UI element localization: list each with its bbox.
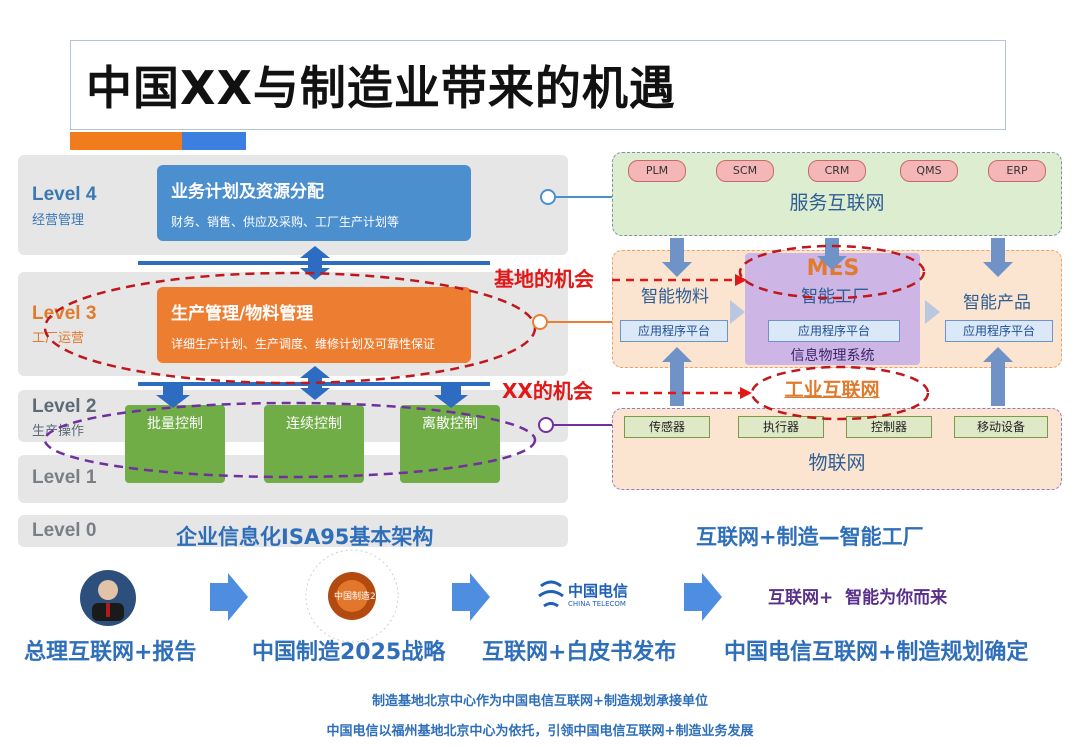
down-arrow-batch bbox=[156, 386, 190, 408]
control-label-continuous: 连续控制 bbox=[286, 416, 342, 432]
iot-tab-controller: 控制器 bbox=[846, 416, 932, 438]
iot-tab-sensor: 传感器 bbox=[624, 416, 710, 438]
mes-highlight-ellipse bbox=[738, 244, 926, 300]
level-1-title: Level 1 bbox=[32, 467, 97, 488]
iot-tab-actuator: 执行器 bbox=[738, 416, 824, 438]
title-box bbox=[70, 40, 1006, 130]
footer-line-1: 制造基地北京中心作为中国电信互联网+制造规划承接单位 bbox=[372, 694, 708, 709]
chevron-material-factory bbox=[730, 300, 745, 324]
industrial-highlight-ellipse bbox=[750, 365, 930, 421]
china-telecom-logo-cn: 中国电信 bbox=[568, 582, 629, 600]
pill-qms: QMS bbox=[900, 160, 958, 182]
base-opportunity-label: 基地的机会 bbox=[494, 267, 594, 291]
connector-l4 bbox=[540, 189, 556, 205]
smart-material-label: 智能物料 bbox=[641, 287, 709, 307]
internet-plus-slogan: 互联网+ 智能为你而来 bbox=[768, 588, 948, 608]
cps-box bbox=[745, 253, 920, 365]
control-box-batch: 批量控制 bbox=[125, 405, 225, 483]
flow-arrow-3 bbox=[684, 573, 722, 621]
app-platform-material: 应用程序平台 bbox=[620, 320, 728, 342]
business-planning-title: 业务计划及资源分配 bbox=[171, 182, 324, 202]
pill-erp: ERP bbox=[988, 160, 1046, 182]
china-telecom-logo-icon bbox=[538, 580, 564, 608]
arrow-down-product bbox=[983, 238, 1013, 277]
level-2-sub: 生产操作 bbox=[32, 424, 85, 439]
connector-l3 bbox=[532, 314, 548, 330]
iot-label: 物联网 bbox=[808, 452, 866, 474]
red-arrow-mes bbox=[735, 274, 747, 286]
flow-arrow-1 bbox=[210, 573, 248, 621]
level-3-sub: 工厂运营 bbox=[32, 331, 85, 346]
production-management-detail: 详细生产计划、生产调度、维修计划及可靠性保证 bbox=[171, 337, 436, 351]
industrial-internet-label: 工业互联网 bbox=[784, 379, 880, 401]
control-box-continuous: 连续控制 bbox=[264, 405, 364, 483]
iot-tab-mobile: 移动设备 bbox=[954, 416, 1048, 438]
production-management-box: 生产管理/物料管理 详细生产计划、生产调度、维修计划及可靠性保证 bbox=[157, 287, 471, 363]
control-label-batch: 批量控制 bbox=[147, 416, 203, 432]
footer-line-2: 中国电信以福州基地北京中心为依托，引领中国电信互联网+制造业务发展 bbox=[326, 724, 754, 739]
production-management-title: 生产管理/物料管理 bbox=[171, 304, 314, 324]
pill-crm: CRM bbox=[808, 160, 866, 182]
level-2-title: Level 2 bbox=[32, 396, 97, 417]
arrow-down-material bbox=[662, 238, 692, 277]
down-arrow-discrete bbox=[434, 386, 468, 408]
strategy-diagram-center: 中国制造2025 bbox=[334, 592, 393, 602]
flow-label-whitepaper: 互联网+白皮书发布 bbox=[482, 640, 677, 665]
arrow-up-material bbox=[662, 347, 692, 406]
pill-plm: PLM bbox=[628, 160, 686, 182]
double-arrow-lower bbox=[300, 366, 330, 400]
xx-opportunity-label: XX的机会 bbox=[502, 379, 593, 403]
double-arrow-upper bbox=[300, 246, 330, 280]
china-telecom-logo-en: CHINA TELECOM bbox=[568, 600, 626, 608]
title-accent-blue bbox=[182, 132, 246, 150]
cps-label: 信息物理系统 bbox=[790, 348, 875, 364]
arrow-up-product bbox=[983, 347, 1013, 406]
level-0-title: Level 0 bbox=[32, 520, 97, 541]
flow-label-report: 总理互联网+报告 bbox=[24, 640, 197, 665]
level-4-sub: 经营管理 bbox=[32, 213, 85, 228]
arrow-down-factory bbox=[817, 238, 847, 270]
connector-l2 bbox=[538, 417, 554, 433]
left-diagram-caption: 企业信息化ISA95基本架构 bbox=[176, 525, 434, 549]
flow-label-strategy: 中国制造2025战略 bbox=[252, 640, 446, 665]
right-diagram-caption: 互联网+制造—智能工厂 bbox=[696, 525, 924, 549]
control-highlight-ellipse bbox=[43, 401, 537, 479]
control-label-discrete: 离散控制 bbox=[422, 416, 478, 432]
business-planning-detail: 财务、销售、供应及采购、工厂生产计划等 bbox=[171, 215, 400, 229]
page-title: 中国XX与制造业带来的机遇 bbox=[86, 61, 676, 115]
pill-scm: SCM bbox=[716, 160, 774, 182]
service-internet-label: 服务互联网 bbox=[789, 192, 885, 214]
flow-arrow-2 bbox=[452, 573, 490, 621]
level-0-band bbox=[18, 515, 568, 547]
app-platform-product: 应用程序平台 bbox=[945, 320, 1053, 342]
strategy-diagram-ring bbox=[305, 549, 399, 643]
red-arrow-industrial bbox=[740, 387, 752, 399]
smart-product-label: 智能产品 bbox=[963, 293, 1031, 313]
level-4-title: Level 4 bbox=[32, 184, 97, 205]
title-accent-orange bbox=[70, 132, 182, 150]
production-highlight-ellipse bbox=[43, 271, 537, 385]
app-platform-factory: 应用程序平台 bbox=[768, 320, 900, 342]
flow-label-plan: 中国电信互联网+制造规划确定 bbox=[724, 640, 1029, 665]
chevron-factory-product bbox=[925, 300, 940, 324]
business-planning-box: 业务计划及资源分配 财务、销售、供应及采购、工厂生产计划等 bbox=[157, 165, 471, 241]
